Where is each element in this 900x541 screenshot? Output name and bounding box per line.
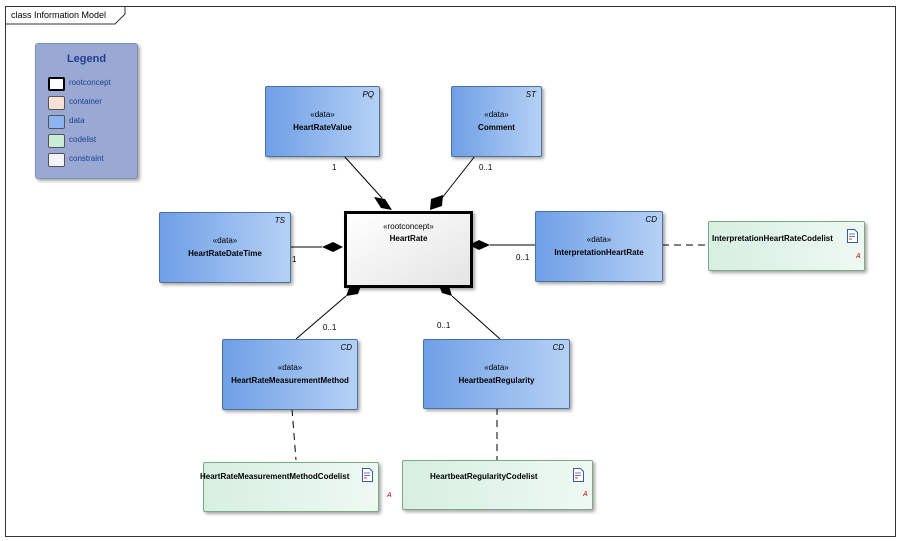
stereotype-label: «data» [310,110,335,119]
link-comment [441,155,476,199]
class-name: HeartRate [389,234,428,243]
multiplicity-heart-rate-value: 1 [332,163,337,172]
legend-swatch [48,153,65,167]
class-name: HeartRateDateTime [188,249,262,258]
datatype-label: ST [525,90,536,99]
link-heart-rate-measurement-method [295,295,347,340]
codelist-document-icon [573,468,584,482]
class-heartbeat-regularity[interactable]: CD «data» HeartbeatRegularity [423,339,570,409]
stereotype-label: «data» [484,363,509,372]
class-name: HeartRateValue [293,123,352,132]
abstract-marker: A [387,492,392,499]
class-heart-rate-measurement-method[interactable]: CD «data» HeartRateMeasurementMethod [222,339,358,410]
codelist-heartbeat-regularity[interactable]: HeartbeatRegularityCodelist A [402,460,593,510]
legend-label: constraint [69,154,104,163]
link-heartbeat-regularity [451,295,501,340]
stereotype-label: «data» [484,110,509,119]
datatype-label: CD [645,215,657,224]
codelist-name: InterpretationHeartRateCodelist [712,234,833,243]
class-heart-rate[interactable]: «rootconcept» HeartRate [344,211,473,288]
codelist-interpretation-heart-rate[interactable]: InterpretationHeartRateCodelist A [708,221,865,271]
class-interpretation-heart-rate[interactable]: CD «data» InterpretationHeartRate [535,211,663,282]
link-heart-rate-value [343,155,383,199]
multiplicity-comment: 0..1 [479,163,493,172]
multiplicity-interpretation-heart-rate: 0..1 [516,253,530,262]
diamond-heart-rate-value [374,197,392,210]
codelist-name: HeartbeatRegularityCodelist [430,472,538,481]
codelist-document-icon [847,229,858,243]
stereotype-label: «data» [586,235,612,244]
legend-label: container [69,97,102,106]
class-heart-rate-value[interactable]: PQ «data» HeartRateValue [265,86,380,157]
legend-swatch [48,96,65,110]
stereotype-label: «data» [277,363,303,372]
legend-label: data [69,116,85,125]
codelist-document-icon [362,468,373,482]
datatype-label: TS [274,216,285,225]
legend-label: codelist [69,135,97,144]
class-heart-rate-date-time[interactable]: TS «data» HeartRateDateTime [159,212,291,283]
frame-title: class Information Model [11,10,107,20]
class-comment[interactable]: ST «data» Comment [451,86,542,157]
legend-swatch [48,77,65,91]
datatype-label: CD [340,343,352,352]
multiplicity-heart-rate-date-time: 1 [292,255,297,264]
codelist-name: HeartRateMeasurementMethodCodelist [200,472,350,481]
frame-tab [5,6,126,25]
legend-label: rootconcept [69,78,111,87]
legend-swatch [48,134,65,148]
class-name: HeartRateMeasurementMethod [231,376,349,385]
datatype-label: CD [552,343,564,352]
abstract-marker: A [856,253,861,260]
datatype-label: PQ [362,90,374,99]
stereotype-label: «rootconcept» [383,222,434,231]
diamond-interpretation-heart-rate [469,240,490,250]
legend-swatch [48,115,65,129]
diamond-comment [430,195,443,210]
legend: Legend rootconcept container data codeli… [35,43,138,179]
stereotype-label: «data» [212,236,238,245]
multiplicity-heartbeat-regularity: 0..1 [437,321,451,330]
dependency-measurement-method-codelist [291,408,297,461]
legend-title: Legend [66,53,107,65]
class-name: HeartbeatRegularity [458,376,535,385]
multiplicity-heart-rate-measurement-method: 0..1 [323,323,337,332]
codelist-heart-rate-measurement-method[interactable]: HeartRateMeasurementMethodCodelist A [200,462,392,512]
diamond-heart-rate-date-time [322,242,343,252]
class-name: Comment [478,123,515,132]
class-name: InterpretationHeartRate [554,248,644,257]
abstract-marker: A [583,491,588,498]
